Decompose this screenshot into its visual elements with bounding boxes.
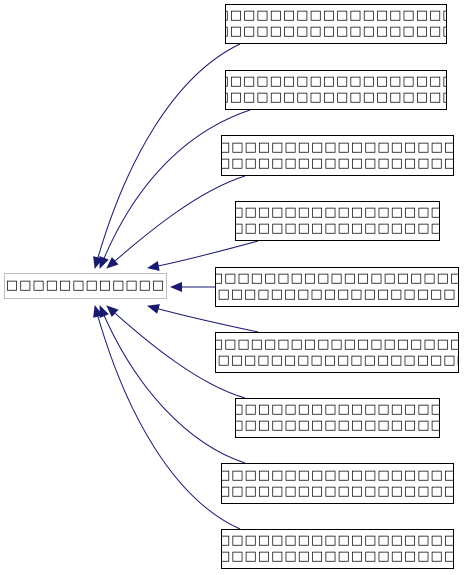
child-node-9[interactable]: □□□□□□□□□□□□□□□□□□□□□□□□□□□□ □□□□□□□□□□□… [221, 529, 454, 569]
child-node-3-line-2: □□□□□□□□□□□□□□□□□□□□□□ [221, 155, 453, 171]
child-node-5[interactable]: □□□□□□□□□□□□□□□□□□□□□□□□□□□□□ □□□□□□□□□□… [215, 267, 459, 307]
child-node-6[interactable]: □□□□□□□□□□□□□□□□□□□□□□□□□□□□□ □□□□□□□□□□… [215, 332, 459, 373]
child-node-7[interactable]: □□□□□□□□□□□□□□□□□□□□□□□□ □□□□□□□□□□□□□□□… [235, 398, 440, 438]
root-node-label: □□□□□□□□□□□□□□□□□□ [5, 278, 166, 293]
child-node-2[interactable]: □□□□□□□□□□□□□□□□□□□□□□□□□□ □□□□□□□□□□□□□… [225, 70, 447, 110]
child-node-3-line-1: □□□□□□□□□□□□□□□□□□□□□□□□□□□□ [222, 139, 453, 155]
edge-child-3-to-root [106, 175, 246, 269]
edge-child-7-to-root [106, 305, 246, 399]
child-node-5-line-1: □□□□□□□□□□□□□□□□□□□□□□□□□□□□□ [216, 271, 458, 286]
edge-child-2-to-root [99, 109, 251, 269]
child-node-1-line-2: □□□□□□□□□□□□□□□□□□ [225, 24, 447, 39]
child-node-4[interactable]: □□□□□□□□□□□□□□□□□□□□□□□□ □□□□□□□□□□□□□□□… [235, 201, 440, 241]
child-node-2-line-1: □□□□□□□□□□□□□□□□□□□□□□□□□□ [226, 74, 446, 89]
child-node-9-line-1: □□□□□□□□□□□□□□□□□□□□□□□□□□□□ [222, 533, 453, 548]
child-node-4-line-1: □□□□□□□□□□□□□□□□□□□□□□□□ [236, 205, 439, 220]
edge-child-4-to-root [147, 240, 259, 271]
edge-child-1-to-root [93, 43, 241, 269]
child-node-6-line-2: □□□□□□□□□□□□□□□□□□□□□□ [216, 352, 458, 368]
edge-child-9-to-root [93, 305, 241, 530]
root-node[interactable]: □□□□□□□□□□□□□□□□□□ [4, 273, 167, 299]
edge-child-6-to-root [147, 304, 259, 333]
child-node-3[interactable]: □□□□□□□□□□□□□□□□□□□□□□□□□□□□ □□□□□□□□□□□… [221, 135, 454, 176]
child-node-8-line-2: □□□□□□□□□□□□□□□□□□ [221, 483, 454, 499]
child-node-8[interactable]: □□□□□□□□□□□□□□□□□□□□□□□□□□□□ □□□□□□□□□□□… [221, 463, 454, 504]
child-node-1-line-1: □□□□□□□□□□□□□□□□□□□□□□□□□□ [226, 8, 446, 23]
edge-child-8-to-root [99, 305, 246, 464]
child-node-8-line-1: □□□□□□□□□□□□□□□□□□□□□□□□□□□□ [222, 467, 453, 483]
child-node-4-line-2: □□□□□□□□□□□□□□□□□□□□□□□□ [236, 221, 439, 236]
child-node-5-line-2: □□□□□□□□□□□□□□□□□□ [217, 287, 457, 302]
child-node-6-line-1: □□□□□□□□□□□□□□□□□□□□□□□□□□□□□ [216, 336, 458, 352]
child-node-9-line-2: □□□□□□□□□□□□□□□□□□□□□□ [221, 549, 453, 564]
child-node-1[interactable]: □□□□□□□□□□□□□□□□□□□□□□□□□□ □□□□□□□□□□□□□… [225, 4, 447, 44]
child-node-2-line-2: □□□□□□□□□□□□□□□□□□□□□□ [226, 90, 446, 105]
child-node-7-line-2: □□□□□□□□□□□□□□□□□□□□□□□□ [236, 418, 439, 433]
child-node-7-line-1: □□□□□□□□□□□□□□□□□□□□□□□□ [236, 402, 439, 417]
